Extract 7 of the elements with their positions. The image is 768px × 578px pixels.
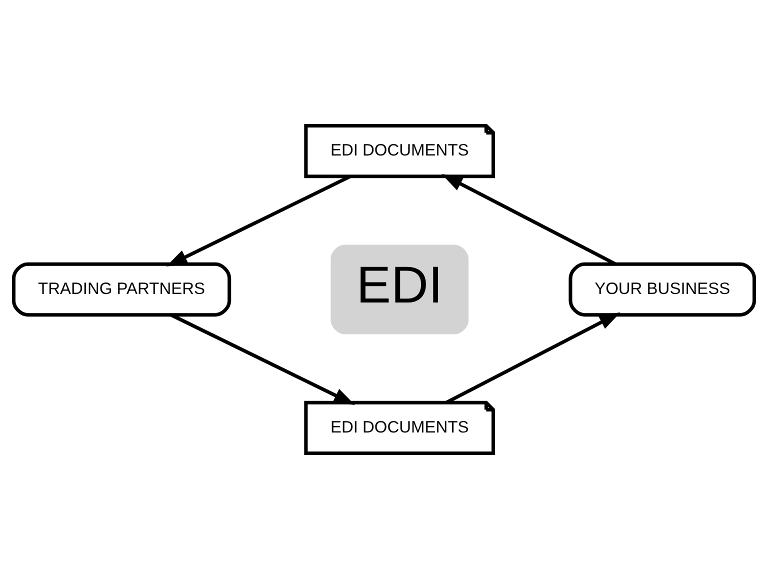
- arrow: [166, 174, 351, 266]
- arrow: [445, 312, 620, 404]
- node-box: YOUR BUSINESS: [568, 262, 756, 316]
- node-box: TRADING PARTNERS: [12, 262, 232, 316]
- arrow: [170, 312, 355, 404]
- arrow: [442, 173, 616, 266]
- label: EDI: [356, 255, 443, 314]
